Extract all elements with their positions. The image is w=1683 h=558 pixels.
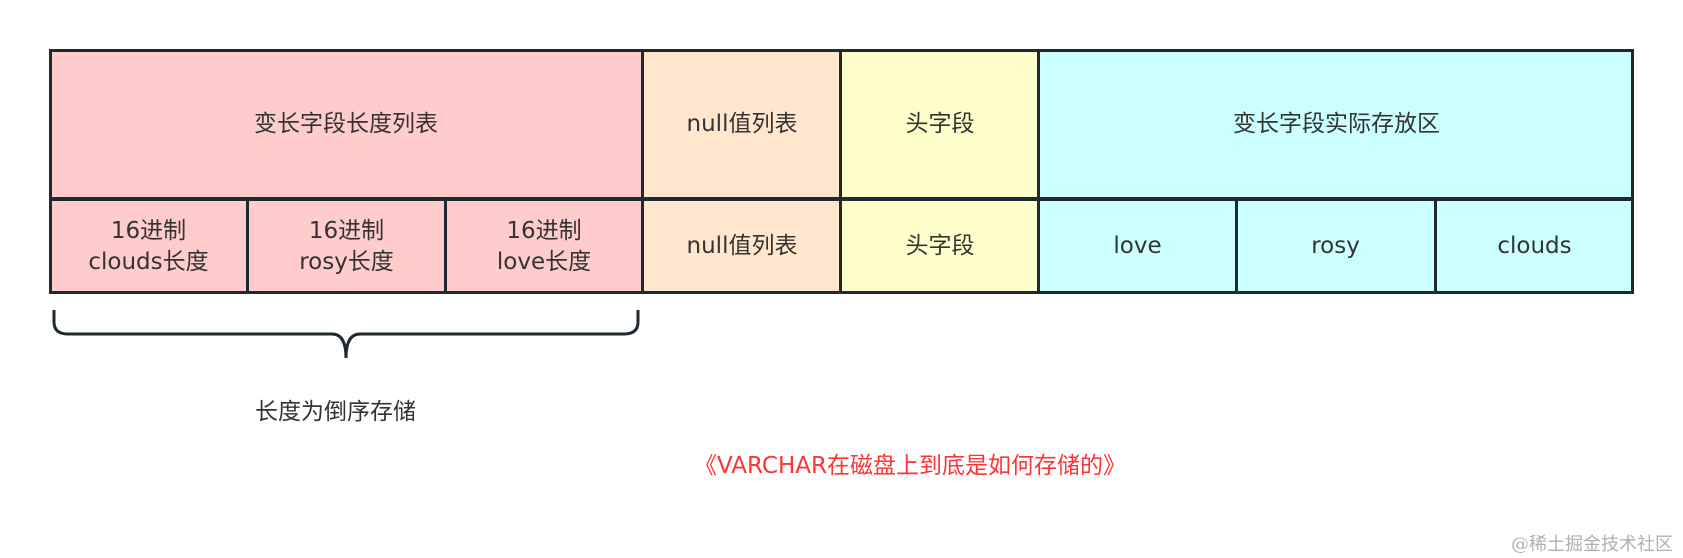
brace-label: 长度为倒序存储 xyxy=(255,399,416,425)
null-list-label: null值列表 xyxy=(686,233,798,259)
header-field-cell: 头字段 xyxy=(841,199,1039,294)
length-list-header-label: 变长字段长度列表 xyxy=(254,110,438,137)
clouds-value-cell: clouds xyxy=(1435,199,1634,294)
rosy-length-line1: 16进制 xyxy=(308,217,385,244)
header-field-header-cell: 头字段 xyxy=(841,49,1039,199)
column-divider xyxy=(839,49,842,294)
love-value-label: love xyxy=(1113,233,1162,259)
love-value-cell: love xyxy=(1039,199,1236,294)
cell-divider xyxy=(1235,199,1238,294)
null-list-cell: null值列表 xyxy=(643,199,841,294)
love-length-line2: love长度 xyxy=(496,248,592,275)
column-divider xyxy=(641,49,644,294)
clouds-length-line1: 16进制 xyxy=(110,217,187,244)
rosy-length-line2: rosy长度 xyxy=(299,248,394,275)
cell-divider xyxy=(1434,199,1437,294)
rosy-length-cell: 16进制 rosy长度 xyxy=(248,199,445,294)
love-length-cell: 16进制 love长度 xyxy=(445,199,643,294)
null-list-header-cell: null值列表 xyxy=(643,49,841,199)
storage-area-header-cell: 变长字段实际存放区 xyxy=(1039,49,1634,199)
length-list-header-cell: 变长字段长度列表 xyxy=(49,49,643,199)
column-divider xyxy=(1037,49,1040,294)
cell-divider xyxy=(444,199,447,294)
clouds-length-cell: 16进制 clouds长度 xyxy=(49,199,248,294)
rosy-value-cell: rosy xyxy=(1236,199,1435,294)
clouds-value-label: clouds xyxy=(1497,233,1572,259)
love-length-line1: 16进制 xyxy=(506,217,582,244)
header-field-label: 头字段 xyxy=(905,233,975,259)
rosy-value-label: rosy xyxy=(1311,233,1360,259)
watermark: @稀土掘金技术社区 xyxy=(1511,534,1673,555)
clouds-length-line2: clouds长度 xyxy=(88,248,209,275)
diagram-caption: 《VARCHAR在磁盘上到底是如何存储的》 xyxy=(694,453,1126,479)
cell-divider xyxy=(246,199,249,294)
null-list-header-label: null值列表 xyxy=(686,110,798,137)
header-field-header-label: 头字段 xyxy=(905,110,975,137)
storage-area-header-label: 变长字段实际存放区 xyxy=(1233,110,1440,137)
curly-brace-icon xyxy=(52,310,640,359)
